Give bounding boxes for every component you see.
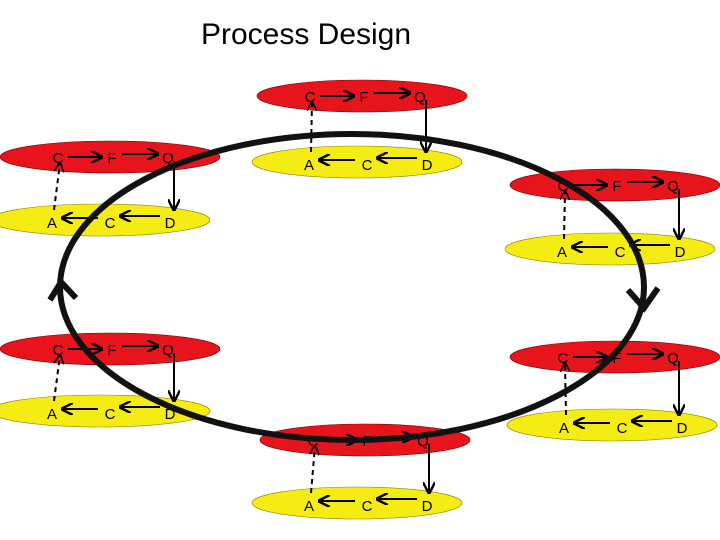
- top-label: F: [359, 89, 368, 106]
- top-label: Q: [667, 178, 679, 195]
- top-label: Q: [667, 350, 679, 367]
- bottom-label: A: [304, 157, 314, 174]
- bottom-label: C: [615, 244, 626, 261]
- yellow-ellipse: [506, 408, 718, 442]
- bottom-label: D: [677, 420, 688, 437]
- process-unit-lower-right: C F Q A C D: [506, 340, 720, 442]
- top-label: Q: [414, 89, 426, 106]
- yellow-ellipse: [504, 232, 716, 266]
- yellow-ellipse: [251, 145, 463, 179]
- feedback-arrow: [311, 446, 315, 494]
- process-unit-upper-right: C F Q A C D: [504, 168, 720, 266]
- page-title: Process Design: [200, 18, 412, 51]
- bottom-label: D: [422, 157, 433, 174]
- process-unit-lower-left: C F Q A C D: [0, 332, 221, 428]
- yellow-ellipse: [251, 486, 463, 520]
- bottom-label: A: [559, 420, 569, 437]
- bottom-label: A: [304, 498, 314, 515]
- cycle-direction-arrow: [625, 286, 661, 313]
- bottom-label: A: [557, 244, 567, 261]
- cycle-direction-arrow: [47, 277, 79, 302]
- top-label: C: [558, 350, 569, 367]
- process-unit-top: C F Q A C D: [251, 79, 468, 179]
- bottom-label: C: [362, 498, 373, 515]
- top-label: Q: [162, 342, 174, 359]
- bottom-label: C: [617, 420, 628, 437]
- feedback-arrow: [53, 355, 60, 402]
- bottom-label: A: [47, 406, 57, 423]
- top-label: Q: [162, 150, 174, 167]
- bottom-label: D: [675, 244, 686, 261]
- top-label: F: [107, 150, 116, 167]
- bottom-label: C: [105, 215, 116, 232]
- top-label: Q: [417, 433, 429, 450]
- top-label: C: [558, 178, 569, 195]
- bottom-label: A: [47, 215, 57, 232]
- feedback-arrow: [53, 163, 60, 211]
- bottom-label: C: [362, 157, 373, 174]
- process-unit-upper-left: C F Q A C D: [0, 140, 221, 237]
- cycle-ring: [57, 131, 647, 443]
- yellow-ellipse: [0, 203, 211, 237]
- top-label: C: [53, 342, 64, 359]
- top-label: C: [53, 150, 64, 167]
- top-label: F: [612, 178, 621, 195]
- top-label: F: [612, 350, 621, 367]
- feedback-arrow: [564, 191, 565, 240]
- bottom-label: D: [422, 498, 433, 515]
- bottom-label: D: [165, 406, 176, 423]
- top-label: C: [305, 89, 316, 106]
- bottom-label: D: [165, 215, 176, 232]
- bottom-label: C: [105, 406, 116, 423]
- top-label: F: [107, 342, 116, 359]
